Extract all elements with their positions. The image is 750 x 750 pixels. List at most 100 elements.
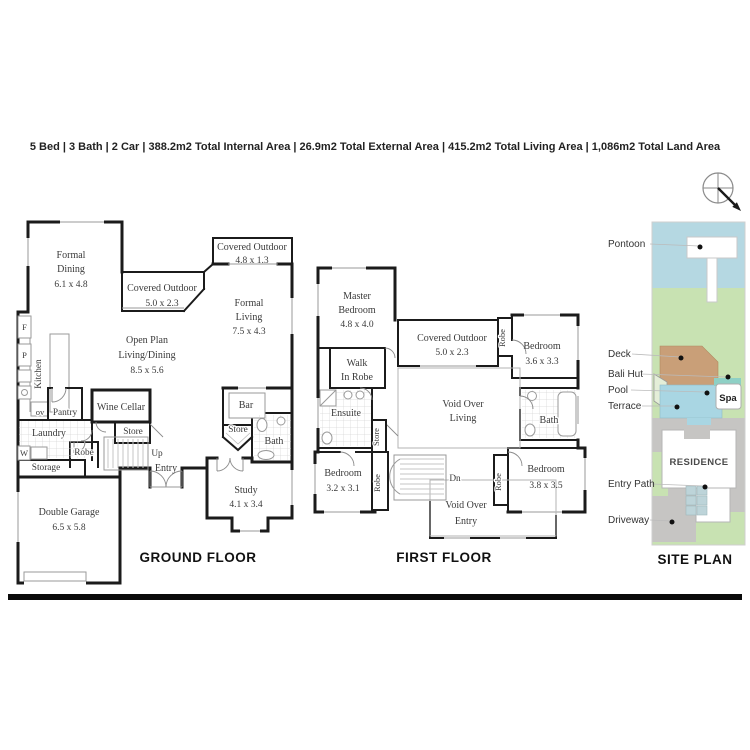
site-residence-notch xyxy=(684,428,710,439)
label-washer: W xyxy=(20,448,28,458)
label-kitchen: Kitchen xyxy=(34,359,44,389)
site-spa-surround xyxy=(714,378,741,386)
label-store-right: Store xyxy=(228,425,248,435)
label-ff-covered-outdoor: Covered Outdoor xyxy=(417,333,487,344)
label-void-over-living-1: Void Over xyxy=(442,399,484,410)
label-formal-dining-1: Formal xyxy=(57,250,86,261)
gf-wine-cellar-walls xyxy=(90,388,152,424)
label-open-plan-2: Living/Dining xyxy=(118,350,175,361)
gf-study-doors xyxy=(216,457,244,472)
site-pool-step xyxy=(687,418,711,425)
label-laundry: Laundry xyxy=(32,428,66,439)
label-bali-hut: Bali Hut xyxy=(608,369,643,380)
label-entry: Entry xyxy=(155,463,177,474)
gf-bar-counter xyxy=(228,392,266,419)
compass-needle xyxy=(717,187,736,206)
label-spa: Spa xyxy=(719,393,737,404)
label-open-plan-dims: 8.5 x 5.6 xyxy=(130,366,164,376)
ff-basin xyxy=(343,390,353,400)
site-pool xyxy=(659,384,723,419)
site-callout-leaders xyxy=(630,243,731,525)
label-bedroom-sw: Bedroom xyxy=(324,468,361,479)
ground-floor-title: GROUND FLOOR xyxy=(139,550,257,565)
label-void-over-living-2: Living xyxy=(450,413,477,424)
label-ff-bath: Bath xyxy=(540,415,559,426)
label-void-over-entry-2: Entry xyxy=(455,516,477,527)
ff-store-door xyxy=(385,423,399,437)
site-dot-driveway xyxy=(669,519,675,525)
label-bedroom-se: Bedroom xyxy=(527,464,564,475)
label-covered-outdoor-ne-dims: 4.8 x 1.3 xyxy=(235,256,269,266)
label-robe-n: Robe xyxy=(497,329,507,347)
label-formal-living-1: Formal xyxy=(235,298,264,309)
label-wine-cellar: Wine Cellar xyxy=(97,402,146,413)
first-floor-title: FIRST FLOOR xyxy=(396,550,492,565)
label-master-bedroom-1: Master xyxy=(343,291,371,302)
ff-basin xyxy=(355,390,365,400)
ff-master-door xyxy=(384,347,396,359)
label-robe-sw: Robe xyxy=(372,474,382,492)
site-spa xyxy=(715,383,742,410)
gf-fridge xyxy=(17,315,32,339)
label-residence: RESIDENCE xyxy=(669,457,728,468)
gf-island-bench xyxy=(49,333,70,413)
ff-ensuite-door xyxy=(359,387,373,401)
label-formal-living-dims: 7.5 x 4.3 xyxy=(232,327,266,337)
label-covered-outdoor-w-dims: 5.0 x 2.3 xyxy=(145,299,179,309)
site-plan: Pontoon Deck Bali Hut Pool Terrace Entry… xyxy=(608,221,746,546)
site-dot-terrace xyxy=(674,404,680,410)
label-void-over-entry-1: Void Over xyxy=(445,500,487,511)
label-ff-store: Store xyxy=(371,428,381,446)
label-covered-outdoor-w: Covered Outdoor xyxy=(127,283,197,294)
site-leader-lines xyxy=(630,243,728,522)
ff-stairs-newel xyxy=(389,458,401,495)
label-bedroom-ne-dims: 3.6 x 3.3 xyxy=(525,357,559,367)
ff-bath-door xyxy=(519,395,534,410)
site-dot-pontoon xyxy=(697,244,703,250)
label-bedroom-se-dims: 3.8 x 3.5 xyxy=(529,481,563,491)
property-stats-line: 5 Bed | 3 Bath | 2 Car | 388.2m2 Total I… xyxy=(29,141,721,153)
ff-toilet xyxy=(321,431,333,445)
label-bar: Bar xyxy=(239,400,254,411)
site-entry-path-tile xyxy=(685,495,697,506)
label-master-bedroom-2: Bedroom xyxy=(338,305,375,316)
site-dot-deck xyxy=(678,355,684,361)
label-walk-in-robe-1: Walk xyxy=(347,358,368,369)
gf-tub xyxy=(257,450,275,460)
gf-bar-walls xyxy=(221,387,293,463)
gf-sink-unit xyxy=(17,385,32,400)
label-store-left: Store xyxy=(123,427,143,437)
label-study: Study xyxy=(234,485,257,496)
site-entry-path-tile xyxy=(685,485,697,496)
gf-covered-outdoor-w-walls xyxy=(121,262,215,313)
gf-stairs-treads xyxy=(107,439,144,468)
gf-pantry-walls xyxy=(47,387,83,421)
site-pontoon-walkway xyxy=(706,257,718,303)
ff-store-walls xyxy=(371,419,387,453)
label-dn: Dn xyxy=(449,474,461,484)
site-plan-title: SITE PLAN xyxy=(657,552,733,567)
ff-toilet xyxy=(524,423,536,437)
gf-basin xyxy=(276,416,286,426)
site-dot-entry-path xyxy=(702,484,708,490)
gf-washer-box xyxy=(17,445,31,461)
gf-garage-door-gap xyxy=(24,580,86,587)
label-formal-dining-dims: 6.1 x 4.8 xyxy=(54,280,88,290)
label-formal-dining-2: Dining xyxy=(57,264,85,275)
label-pool: Pool xyxy=(608,385,628,396)
compass-arrowhead xyxy=(732,202,741,211)
label-terrace: Terrace xyxy=(608,401,642,412)
gf-stairs-outline xyxy=(103,436,149,471)
ff-void-over-living-outline xyxy=(397,367,521,449)
label-bedroom-sw-dims: 3.2 x 3.1 xyxy=(326,484,360,494)
gf-laundry-door xyxy=(80,429,93,442)
site-entry-path-tile xyxy=(696,505,708,516)
label-master-bedroom-dims: 4.8 x 4.0 xyxy=(340,320,374,330)
compass-icon xyxy=(702,172,741,211)
label-pantry: Pantry xyxy=(53,408,78,418)
gf-pantry-cabinet xyxy=(17,343,32,367)
ff-stairs-treads xyxy=(400,458,444,495)
label-oven: ov xyxy=(36,407,45,417)
label-covered-outdoor-ne: Covered Outdoor xyxy=(217,242,287,253)
